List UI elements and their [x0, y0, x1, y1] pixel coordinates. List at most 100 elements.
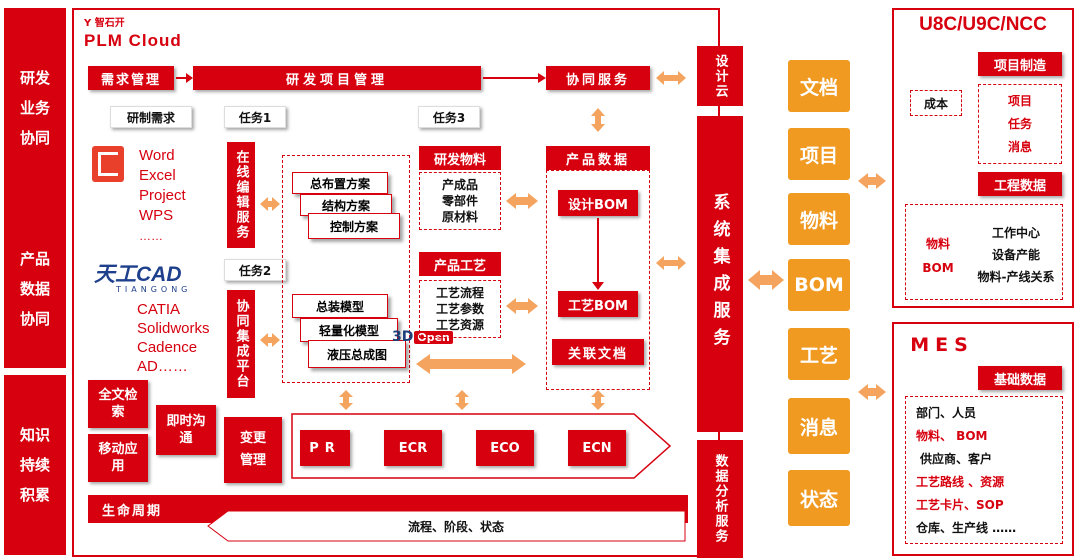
- collab-service-box[interactable]: 协同服务: [546, 66, 650, 90]
- process-item-1: 工艺流程: [435, 286, 484, 300]
- office-app-word: Word: [139, 147, 175, 164]
- material-item-2: 零部件: [441, 194, 478, 208]
- left-block-rd-line3: 协同: [19, 129, 50, 147]
- data-analysis-box[interactable]: 数据分析服务: [697, 440, 743, 558]
- left-block-rd-line2: 业务: [19, 99, 50, 117]
- left-block-knowledge: 知识 持续 积累: [4, 375, 66, 555]
- erp-project-items: 项目 任务 消息: [978, 84, 1062, 164]
- office-app-excel: Excel: [139, 167, 176, 184]
- cad-app-ad: AD……: [137, 358, 188, 375]
- category-project[interactable]: 项目: [788, 128, 850, 180]
- task1-label: 任务1: [224, 106, 286, 128]
- dev-req-label: 研制需求: [110, 106, 192, 128]
- mes-title: MES: [910, 334, 974, 356]
- erp-eng-item-1: 工作中心: [991, 226, 1040, 240]
- process-list: 工艺流程 工艺参数 工艺资源: [419, 280, 501, 338]
- instant-comm-box[interactable]: 即时沟通: [156, 405, 216, 455]
- category-process[interactable]: 工艺: [788, 328, 850, 380]
- rd-project-box[interactable]: 研发项目管理: [193, 66, 481, 90]
- tiangong-name: 天工CAD: [94, 263, 182, 286]
- change-mgmt-box[interactable]: 变更管理: [224, 417, 282, 483]
- material-item-3: 原材料: [441, 210, 478, 224]
- bom-flow-arrowhead-icon: [592, 282, 604, 290]
- left-block-kn-line2: 持续: [19, 456, 50, 474]
- cad-app-solidworks: Solidworks: [137, 320, 210, 337]
- arrow-sys-categories-icon: [748, 270, 784, 290]
- fulltext-search-box[interactable]: 全文检索: [88, 380, 148, 428]
- erp-project-mfg[interactable]: 项目制造: [978, 52, 1062, 76]
- left-block-rd-line1: 研发: [19, 69, 50, 87]
- materials-list: 产成品 零部件 原材料: [419, 172, 501, 230]
- task2-label: 任务2: [224, 259, 286, 281]
- online-edit-service[interactable]: 在线编辑服务: [227, 142, 255, 248]
- logo-brand-cn: Y 智石开: [84, 18, 125, 29]
- office-app-project: Project: [139, 187, 186, 204]
- erp-eng-items: 工作中心 设备产能 物料-产线关系: [968, 222, 1064, 288]
- erp-panel: [892, 8, 1074, 308]
- mes-item-5: 工艺卡片、SOP: [916, 498, 1004, 512]
- arrow-erp-icon: [858, 173, 886, 189]
- erp-eng-data[interactable]: 工程数据: [978, 172, 1062, 196]
- tiangong-logo: 天工CAD TIANGONG: [94, 258, 212, 294]
- category-material[interactable]: 物料: [788, 193, 850, 245]
- mes-items-list: 部门、人员 物料、 BOM 供应商、客户 工艺路线 、资源 工艺卡片、SOP 仓…: [916, 402, 1062, 540]
- req-mgmt-box[interactable]: 需求管理: [88, 66, 174, 90]
- erp-material-bom: 物料 BOM: [912, 232, 964, 280]
- logo: Y 智石开 PLM Cloud: [84, 14, 214, 52]
- task3-label: 任务3: [418, 106, 480, 128]
- office-app-list: Word Excel Project WPS ……: [139, 146, 186, 246]
- mes-item-2: 物料、 BOM: [916, 429, 988, 443]
- category-bom[interactable]: BOM: [788, 259, 850, 311]
- erp-project-item-3: 消息: [1007, 139, 1032, 154]
- mes-item-6: 仓库、生产线 ……: [916, 521, 1017, 535]
- erp-project-item-1: 项目: [1007, 93, 1032, 108]
- erp-eng-item-3: 物料-产线关系: [977, 270, 1055, 284]
- mes-items-area: [905, 396, 1063, 544]
- flow-ecr[interactable]: ECR: [384, 430, 442, 466]
- category-status[interactable]: 状态: [788, 470, 850, 526]
- mes-basic-data[interactable]: 基础数据: [978, 366, 1062, 390]
- logo-mark-icon: Y: [84, 18, 92, 29]
- cad-app-cadence: Cadence: [137, 339, 198, 356]
- material-item-1: 产成品: [441, 178, 478, 192]
- process-item-2: 工艺参数: [435, 302, 484, 316]
- plan-item-1: 总布置方案: [292, 172, 388, 194]
- flow-ecn[interactable]: ECN: [568, 430, 626, 466]
- erp-eng-area: [905, 204, 1063, 300]
- process-title: 产品工艺: [419, 252, 501, 276]
- design-cloud-box[interactable]: 设计云: [697, 46, 743, 106]
- lifecycle-bar: [207, 510, 686, 542]
- design-bom-box[interactable]: 设计BOM: [558, 190, 638, 216]
- tiangong-sub: TIANGONG: [116, 285, 192, 294]
- left-block-pd-line1: 产品: [19, 250, 50, 268]
- cad-app-list: CATIA Solidworks Cadence AD……: [137, 300, 210, 376]
- category-document[interactable]: 文档: [788, 60, 850, 112]
- flow-pr[interactable]: PR: [300, 430, 350, 466]
- lifecycle-detail: 流程、阶段、状态: [407, 519, 504, 534]
- mobile-app-box[interactable]: 移动应用: [88, 434, 148, 482]
- flow-eco[interactable]: ECO: [476, 430, 534, 466]
- erp-title: U8C/U9C/NCC: [919, 14, 1047, 35]
- related-docs-box[interactable]: 关联文档: [552, 339, 644, 365]
- mes-item-1: 部门、人员: [916, 406, 977, 420]
- category-message[interactable]: 消息: [788, 398, 850, 454]
- left-block-rd-collab: 研发 业务 协同 产品 数据 协同: [4, 8, 66, 368]
- plans-models-area: [282, 155, 410, 383]
- mes-panel: [892, 322, 1074, 556]
- left-block-pd-line2: 数据: [19, 280, 50, 298]
- office-app-wps: WPS: [139, 207, 174, 224]
- mes-item-4: 工艺路线 、资源: [916, 475, 1005, 489]
- office-app-more: ……: [139, 229, 163, 243]
- logo-brand-en: PLM Cloud: [84, 31, 182, 50]
- sys-integration-box[interactable]: 系统集成服务: [697, 116, 743, 432]
- collab-platform[interactable]: 协同集成平台: [227, 290, 255, 398]
- erp-bom: BOM: [922, 261, 954, 275]
- product-data-area: [546, 170, 650, 390]
- process-bom-box[interactable]: 工艺BOM: [558, 291, 638, 317]
- product-data-title: 产品数据: [546, 146, 650, 170]
- cad-app-catia: CATIA: [137, 301, 181, 318]
- model-item-3: 液压总成图: [308, 340, 406, 368]
- model-item-2: 轻量化模型: [300, 318, 398, 342]
- office-icon: [92, 146, 124, 182]
- erp-cost: 成本: [910, 90, 962, 116]
